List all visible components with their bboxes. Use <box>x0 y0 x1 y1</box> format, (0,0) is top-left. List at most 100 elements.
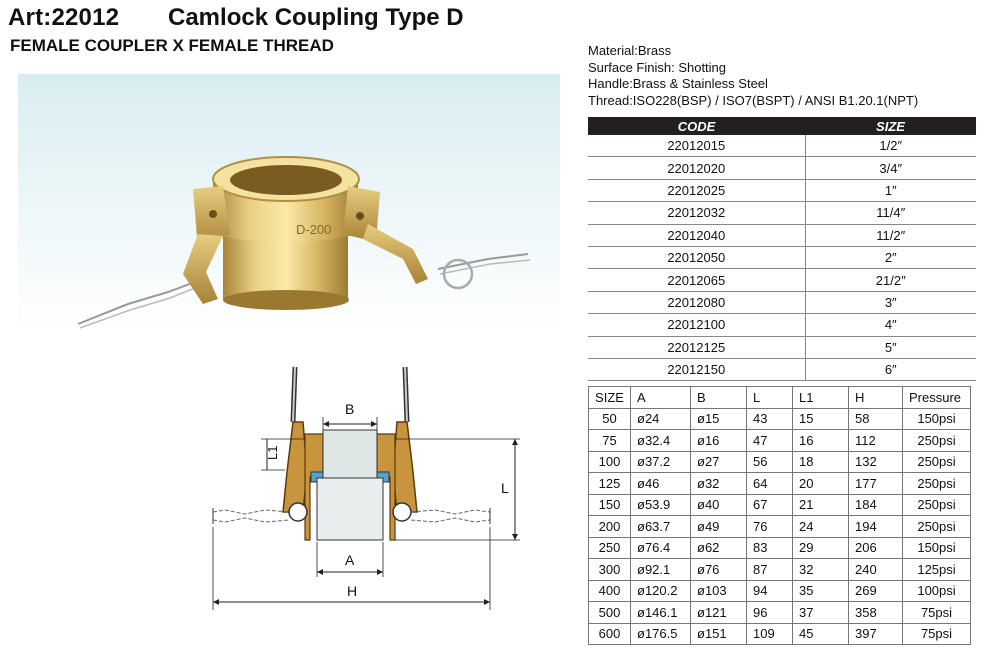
pressure-cell: 75psi <box>902 622 971 645</box>
l1-cell: 32 <box>792 558 849 581</box>
l1-cell: 45 <box>792 622 849 645</box>
header-size: SIZE <box>805 117 976 135</box>
h-cell: 132 <box>848 450 903 473</box>
h-cell: 184 <box>848 493 903 516</box>
l1-cell: 21 <box>792 493 849 516</box>
pressure-cell: 250psi <box>902 429 971 452</box>
b-cell: ø32 <box>690 472 747 495</box>
code-cell: 22012100 <box>588 313 806 337</box>
spec-surface-finish: Surface Finish: Shotting <box>588 59 727 75</box>
h-cell: 177 <box>848 472 903 495</box>
h-cell: 112 <box>848 429 903 452</box>
h-cell: 194 <box>848 515 903 538</box>
product-photo: D-200 <box>18 74 560 332</box>
product-subtitle: FEMALE COUPLER X FEMALE THREAD <box>10 36 334 55</box>
a-cell: ø63.7 <box>630 515 691 538</box>
b-cell: ø103 <box>690 579 747 602</box>
dimension-table-header: SIZE A B L L1 H Pressure <box>588 386 971 409</box>
pressure-cell: 250psi <box>902 472 971 495</box>
h-cell: 206 <box>848 536 903 559</box>
b-cell: ø121 <box>690 601 747 624</box>
a-cell: ø46 <box>630 472 691 495</box>
size-cell: 21/2″ <box>805 268 976 292</box>
spec-thread: Thread:ISO228(BSP) / ISO7(BSPT) / ANSI B… <box>588 92 919 108</box>
l-cell: 64 <box>746 472 793 495</box>
b-cell: ø15 <box>690 407 747 430</box>
size-cell: 100 <box>588 450 631 473</box>
size-cell: 1/2″ <box>805 135 976 158</box>
l-cell: 109 <box>746 622 793 645</box>
b-cell: ø40 <box>690 493 747 516</box>
l1-cell: 37 <box>792 601 849 624</box>
header-pressure: Pressure <box>902 386 971 409</box>
dim-label-b: B <box>345 401 354 417</box>
camlock-coupling-illustration: D-200 <box>77 156 531 329</box>
pressure-cell: 75psi <box>902 601 971 624</box>
code-cell: 22012032 <box>588 201 806 225</box>
l-cell: 47 <box>746 429 793 452</box>
size-cell: 75 <box>588 429 631 452</box>
pressure-cell: 150psi <box>902 536 971 559</box>
header-h: H <box>848 386 903 409</box>
size-cell: 150 <box>588 493 631 516</box>
code-cell: 22012080 <box>588 291 806 315</box>
l-cell: 96 <box>746 601 793 624</box>
l-cell: 87 <box>746 558 793 581</box>
code-cell: 22012125 <box>588 336 806 359</box>
l1-cell: 35 <box>792 579 849 602</box>
code-cell: 22012040 <box>588 224 806 247</box>
l-cell: 94 <box>746 579 793 602</box>
l-cell: 76 <box>746 515 793 538</box>
size-cell: 1″ <box>805 179 976 203</box>
code-cell: 22012150 <box>588 358 806 382</box>
code-cell: 22012065 <box>588 268 806 292</box>
size-cell: 4″ <box>805 313 976 337</box>
code-table-header: CODE SIZE <box>588 117 976 135</box>
h-cell: 397 <box>848 622 903 645</box>
pressure-cell: 250psi <box>902 450 971 473</box>
l1-cell: 18 <box>792 450 849 473</box>
l-cell: 56 <box>746 450 793 473</box>
pressure-cell: 250psi <box>902 515 971 538</box>
size-cell: 125 <box>588 472 631 495</box>
size-cell: 600 <box>588 622 631 645</box>
b-cell: ø151 <box>690 622 747 645</box>
l1-cell: 20 <box>792 472 849 495</box>
dim-label-l1: L1 <box>265 446 280 460</box>
a-cell: ø32.4 <box>630 429 691 452</box>
h-cell: 58 <box>848 407 903 430</box>
dim-label-a: A <box>345 552 355 568</box>
pressure-cell: 100psi <box>902 579 971 602</box>
size-cell: 3″ <box>805 291 976 315</box>
header-b: B <box>690 386 747 409</box>
a-cell: ø53.9 <box>630 493 691 516</box>
size-cell: 11/2″ <box>805 224 976 247</box>
l-cell: 43 <box>746 407 793 430</box>
l-cell: 67 <box>746 493 793 516</box>
code-cell: 22012015 <box>588 135 806 158</box>
l-cell: 83 <box>746 536 793 559</box>
code-cell: 22012050 <box>588 246 806 270</box>
size-cell: 11/4″ <box>805 201 976 225</box>
spec-handle: Handle:Brass & Stainless Steel <box>588 76 768 91</box>
product-title: Camlock Coupling Type D <box>168 4 464 31</box>
